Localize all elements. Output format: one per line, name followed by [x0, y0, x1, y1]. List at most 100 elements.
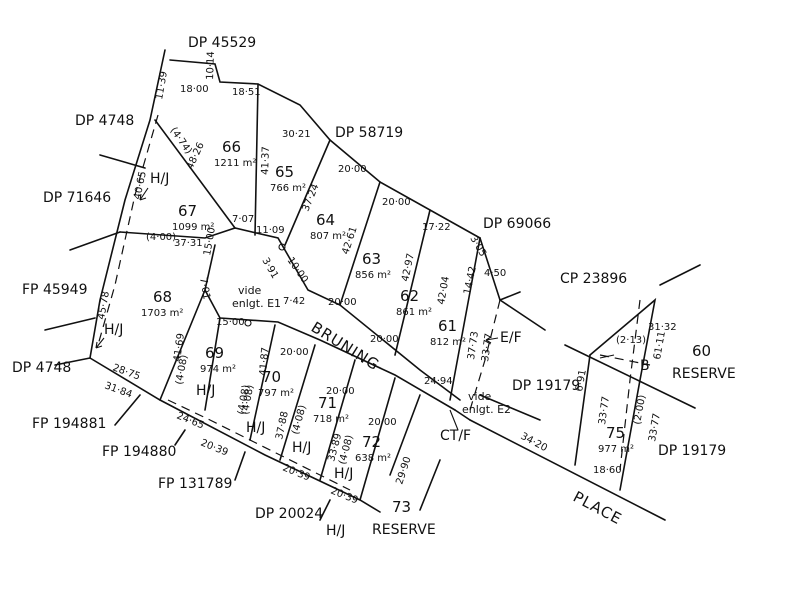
- dimension-label: 34·20: [519, 431, 549, 454]
- dimension-label: 18·51: [232, 87, 261, 98]
- lot-area: 766 m²: [270, 183, 306, 194]
- hj-note: H/J: [104, 322, 123, 338]
- dimension-label: 7·42: [283, 296, 305, 307]
- lot-number: 68: [153, 288, 172, 306]
- lot-number: 72: [362, 433, 381, 451]
- boundary-lines: [44, 49, 701, 521]
- hj-note: H/J: [150, 171, 169, 187]
- hj-note: H/J: [326, 523, 345, 539]
- dimension-label: 20·00: [280, 347, 309, 358]
- lot-area: 638 m²: [355, 453, 391, 464]
- reserves: 60 RESERVE 73 RESERVE: [372, 342, 736, 538]
- dimension-label: 42·04: [436, 275, 452, 305]
- lot-area: 1099 m²: [172, 222, 214, 233]
- lot-number: 67: [178, 202, 197, 220]
- dimension-label: 15·00: [216, 317, 245, 328]
- reserve-label: RESERVE: [372, 522, 436, 538]
- hj-note: H/J: [292, 440, 311, 456]
- dimension-label: 45·78: [96, 290, 112, 320]
- lot-area: 812 m²: [430, 337, 466, 348]
- lot-area: 1211 m²: [214, 158, 256, 169]
- dimension-label: 20·00: [382, 197, 411, 208]
- dimension-label: (4·08): [240, 384, 256, 416]
- dimension-label: 30·21: [282, 129, 311, 140]
- lot-area: 861 m²: [396, 307, 432, 318]
- dimension-label: 41·87: [258, 347, 271, 376]
- reserve-number: 60: [692, 342, 711, 360]
- vide-note: vide: [468, 390, 492, 403]
- plan-ref: FP 131789: [158, 476, 232, 492]
- dimension-label: (4·08): [174, 354, 190, 386]
- dimension-label: 17·22: [422, 222, 451, 233]
- lot-number: 61: [438, 317, 457, 335]
- dimension-label: 3·91: [259, 256, 280, 281]
- dimension-label: (4·08): [236, 384, 252, 416]
- dimension-label: 20·39: [281, 463, 312, 484]
- dimension-label: 20·39: [199, 438, 230, 459]
- dimension-label: 41·37: [260, 146, 272, 175]
- dimension-label: 20·39: [329, 486, 360, 507]
- dimension-label: 37·88: [274, 410, 291, 440]
- dimension-label: 3·05: [467, 234, 488, 259]
- plan-ref: DP 69066: [483, 216, 551, 232]
- road-name: PLACE: [570, 488, 625, 529]
- reserve-label: RESERVE: [672, 366, 736, 382]
- notes: H/J H/J H/J H/J H/J H/J H/J E/F CT/F B v…: [104, 171, 650, 539]
- lot-area: 807 m²: [310, 231, 346, 242]
- plan-ref: FP 45949: [22, 282, 87, 298]
- dimension-label: 37·73: [466, 331, 481, 361]
- dimension-label: 7·07: [232, 214, 254, 225]
- dimension-label: 33·77: [597, 396, 612, 426]
- dimension-label: (2·00): [632, 394, 648, 426]
- dimension-label: 29·90: [394, 455, 413, 486]
- lot-area: 718 m²: [313, 414, 349, 425]
- lot-number: 75: [606, 424, 625, 442]
- hj-note: H/J: [196, 383, 215, 399]
- lot-number: 71: [318, 394, 337, 412]
- dimension-label: 61·11: [652, 330, 668, 360]
- dimension-label: 20·00: [326, 386, 355, 397]
- plan-ref: FP 194880: [102, 444, 176, 460]
- dimension-label: 10·14: [205, 51, 217, 80]
- lot-area: 1703 m²: [141, 308, 183, 319]
- plan-ref: DP 71646: [43, 190, 111, 206]
- dimension-label: 14·42: [462, 265, 479, 295]
- dimension-label: 24·65: [175, 411, 206, 432]
- dimension-label: (4·08): [290, 404, 308, 436]
- plan-ref: DP 19179: [512, 378, 580, 394]
- dimension-label: 33·77: [480, 333, 495, 363]
- plan-ref: CP 23896: [560, 271, 627, 287]
- dimension-label: 10·00: [285, 255, 310, 285]
- hj-note: H/J: [334, 466, 353, 482]
- lot-number: 64: [316, 211, 335, 229]
- lot-area: 974 m²: [200, 364, 236, 375]
- plan-ref: DP 20024: [255, 506, 323, 522]
- vide-note: enlgt. E1: [232, 297, 281, 310]
- lot-number: 69: [205, 344, 224, 362]
- lot-number: 66: [222, 138, 241, 156]
- lot-area: 797 m²: [258, 388, 294, 399]
- dimension-label: 33·77: [647, 412, 663, 442]
- lot-number: 63: [362, 250, 381, 268]
- lots: 66 1211 m² 65 766 m² 64 807 m² 63 856 m²…: [141, 138, 634, 464]
- dimension-label: 31·32: [648, 322, 677, 333]
- dimension-label: 31·84: [103, 380, 134, 400]
- road-name: BRUNING: [308, 318, 383, 374]
- plan-ref: DP 19179: [658, 443, 726, 459]
- dimension-label: 24·94: [424, 376, 453, 387]
- dimension-label: (4·00): [146, 232, 176, 243]
- plan-ref: FP 194881: [32, 416, 106, 432]
- plan-ref: DP 58719: [335, 125, 403, 141]
- dimension-label: 41·69: [172, 333, 187, 363]
- ctf-note: CT/F: [440, 428, 471, 444]
- vide-note: vide: [238, 284, 262, 297]
- lot-number: 65: [275, 163, 294, 181]
- plan-references: DP 45529 DP 4748 DP 58719 DP 71646 DP 69…: [12, 35, 726, 522]
- vide-note: enlgt. E2: [462, 403, 511, 416]
- dimension-label: 20·00: [368, 417, 397, 428]
- dimension-label: (2·13): [616, 335, 646, 346]
- plan-ref: DP 4748: [12, 360, 71, 376]
- lot-number: 62: [400, 287, 419, 305]
- plan-ref: DP 45529: [188, 35, 256, 51]
